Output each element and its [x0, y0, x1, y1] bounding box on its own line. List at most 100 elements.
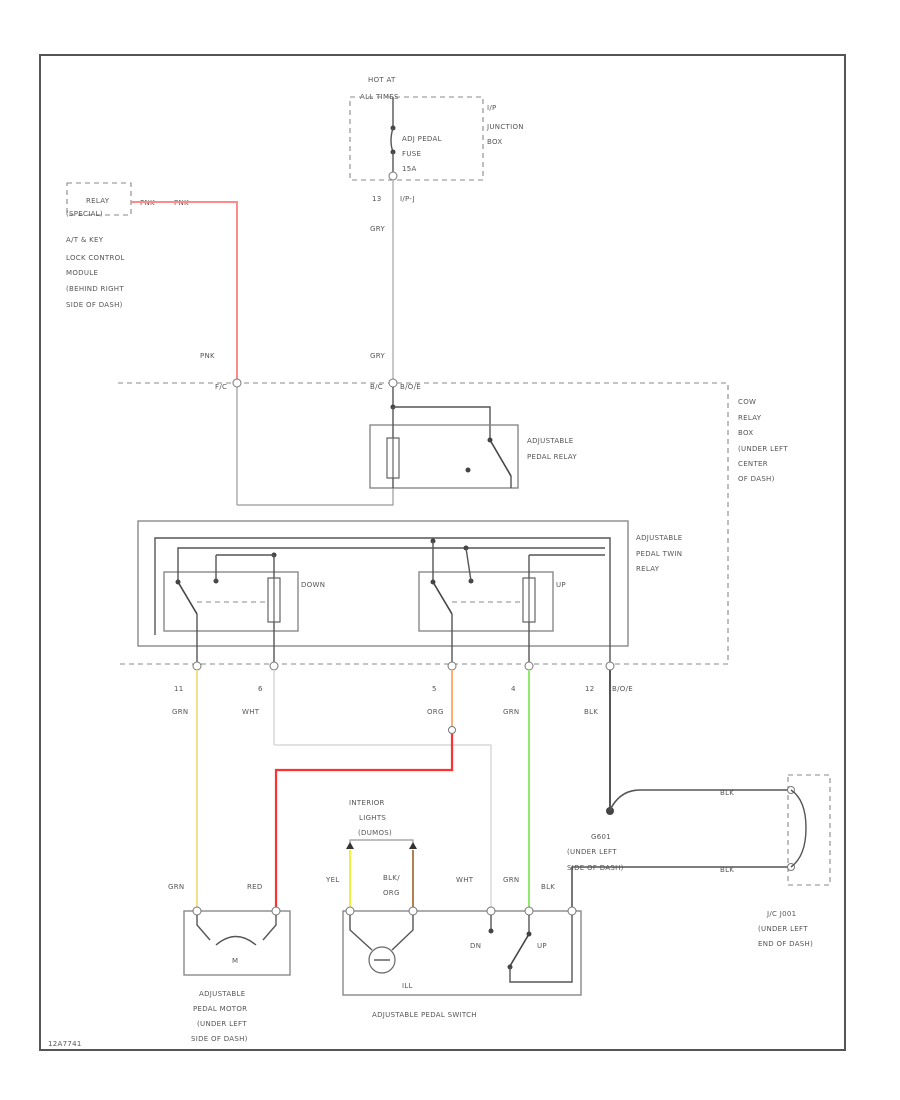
switch-node-dn: [488, 928, 494, 934]
label-ip-box-1: I/P: [487, 104, 497, 112]
label-w-grn-2: GRN: [503, 708, 519, 716]
pedal-relay: [369, 424, 519, 489]
label-jc-2: (UNDER LEFT: [758, 925, 808, 933]
label-down: DOWN: [301, 581, 325, 589]
label-ip-conn: I/P-J: [400, 195, 415, 203]
label-ip-box-3: BOX: [487, 138, 502, 146]
label-motor-1: ADJUSTABLE: [199, 990, 245, 998]
label-w-org: ORG: [427, 708, 444, 716]
label-w-blk-org-1: BLK/: [383, 874, 400, 882]
conn-org-inline: [448, 726, 456, 734]
wire-wht-cross: [274, 744, 492, 908]
diagram-frame: [39, 54, 846, 1051]
label-pnk-mid: PNK: [200, 352, 215, 360]
figure-id: 12A7741: [48, 1040, 82, 1048]
wire-red: [274, 734, 454, 908]
label-conn-right-num: B/O/E: [400, 383, 421, 391]
label-gry-mid: GRY: [370, 352, 385, 360]
twin-relay: [137, 520, 629, 647]
ip-connector: [388, 171, 398, 181]
label-w-blk-org-2: ORG: [383, 889, 400, 897]
arrow-blk-org: [409, 842, 417, 849]
label-motor-3: (UNDER LEFT: [197, 1020, 247, 1028]
label-motor-2: PEDAL MOTOR: [193, 1005, 247, 1013]
label-w-yel: YEL: [325, 876, 340, 884]
label-w-grn-3: GRN: [503, 876, 519, 884]
wire-pnk-to-twin: [237, 487, 394, 506]
up-sw-nc: [465, 547, 472, 582]
switch-lamp-lead: [349, 915, 414, 951]
cow-relay-box: [118, 382, 729, 665]
jc-joint-box: [787, 774, 831, 886]
label-ats-3: MODULE: [66, 269, 98, 277]
pedal-motor: [183, 910, 291, 976]
ground-node: [606, 807, 614, 815]
motor-conn-1: [192, 906, 202, 916]
motor-lead-1: [196, 915, 211, 941]
label-cow-1: COW: [738, 398, 756, 406]
switch-conn-blk: [567, 906, 577, 916]
switch-conn-yel: [345, 906, 355, 916]
twin-bus-outer: [154, 537, 611, 635]
label-ground-1: G601: [591, 833, 611, 841]
up-coil: [522, 577, 536, 623]
motor-symbol: [215, 935, 257, 946]
conn-pin-6: [269, 661, 279, 671]
up-switch-arm: [432, 581, 453, 615]
label-jc-1: J/C J001: [766, 910, 796, 918]
label-twin-1: ADJUSTABLE: [636, 534, 682, 542]
label-w-blk-4: BLK: [541, 883, 555, 891]
label-pin-11: 11: [174, 685, 184, 693]
fuse-symbol: [390, 127, 394, 153]
conn-pin-11: [192, 661, 202, 671]
label-cow-6: OF DASH): [738, 475, 775, 483]
label-w-blk-2: BLK: [720, 789, 734, 797]
down-switch-arm: [177, 581, 198, 615]
label-interior-3: (DUMOS): [358, 829, 392, 837]
motor-lead-2: [262, 915, 277, 941]
label-fuse-2: FUSE: [402, 150, 421, 158]
jc-bus: [790, 789, 807, 868]
label-interior-2: LIGHTS: [359, 814, 386, 822]
up-relay: [418, 571, 554, 632]
label-ground-2: (UNDER LEFT: [567, 848, 617, 856]
conn-pin-4: [524, 661, 534, 671]
label-gry-top: GRY: [370, 225, 385, 233]
label-ats-2: LOCK CONTROL: [66, 254, 125, 262]
label-conn-left: F/C: [215, 383, 227, 391]
interior-lights-bracket: [349, 839, 414, 845]
label-dn: DN: [470, 942, 481, 950]
label-twin-2: PEDAL TWIN: [636, 550, 682, 558]
down-coil: [267, 577, 281, 623]
label-switch: ADJUSTABLE PEDAL SWITCH: [372, 1011, 477, 1019]
label-ground-3: SIDE OF DASH): [567, 864, 624, 872]
label-cow-2: RELAY: [738, 414, 762, 422]
label-pin-12: 12: [585, 685, 595, 693]
label-pin-5: 5: [432, 685, 437, 693]
switch-ground-lead: [509, 915, 573, 983]
label-twin-3: RELAY: [636, 565, 660, 573]
label-conn-right: B/C: [370, 383, 383, 391]
ip-junction-box: [349, 96, 484, 181]
label-interior-1: INTERIOR: [349, 799, 385, 807]
relay-coil: [386, 437, 400, 479]
illumination-lamp: [368, 946, 396, 974]
label-w-blk-3: BLK: [720, 866, 734, 874]
label-relay-a: RELAY: [86, 197, 110, 205]
conn-pin-12: [605, 661, 615, 671]
label-pin-4: 4: [511, 685, 516, 693]
label-w-grn-4: GRN: [168, 883, 184, 891]
label-cow-5: CENTER: [738, 460, 768, 468]
label-ip-pin: 13: [372, 195, 382, 203]
label-w-blk-1: BLK: [584, 708, 598, 716]
wire-pnk: [131, 201, 238, 380]
label-cow-4: (UNDER LEFT: [738, 445, 788, 453]
wire-blk-to-jc: [609, 789, 788, 811]
label-ip-box-2: JUNCTION: [486, 123, 524, 131]
switch-arm: [509, 933, 530, 967]
conn-pin-5: [447, 661, 457, 671]
label-cow-3: BOX: [738, 429, 753, 437]
label-pin-12-conn: B/O/E: [612, 685, 633, 693]
label-w-red: RED: [247, 883, 263, 891]
